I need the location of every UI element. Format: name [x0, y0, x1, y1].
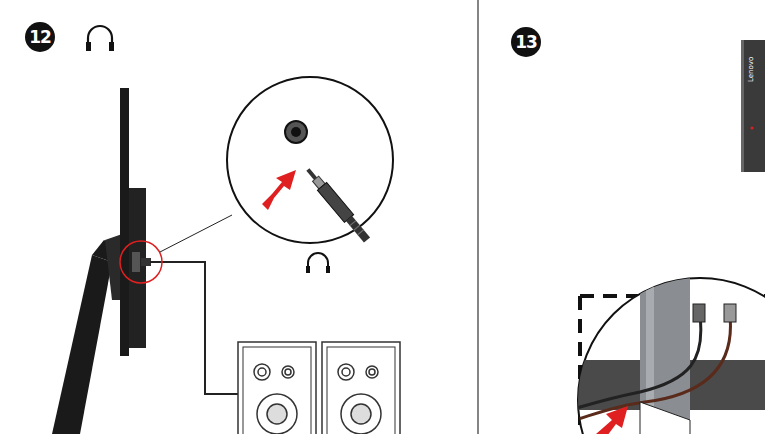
brand-label: Lenovo [747, 57, 755, 82]
monitor-stand [52, 232, 128, 434]
pc-tower [741, 40, 765, 172]
insert-arrow [262, 170, 296, 210]
port-highlight [120, 241, 162, 283]
audio-cable [150, 262, 238, 394]
callout-number: 12 [25, 22, 55, 52]
label-slot: 12 [25, 22, 55, 52]
callout-number: 13 [511, 27, 541, 57]
label-slot: 13 [511, 27, 541, 57]
magnified-view [227, 77, 393, 273]
leader-line [160, 215, 232, 252]
monitor-side [120, 88, 151, 356]
panel-divider [477, 0, 478, 434]
cable-routing-view [570, 270, 765, 434]
routing-arrow [596, 406, 628, 434]
speakers [238, 342, 400, 434]
headphone-icon [306, 253, 330, 273]
headphone-icon [86, 26, 114, 51]
label-slot: Lenovo [747, 82, 765, 90]
